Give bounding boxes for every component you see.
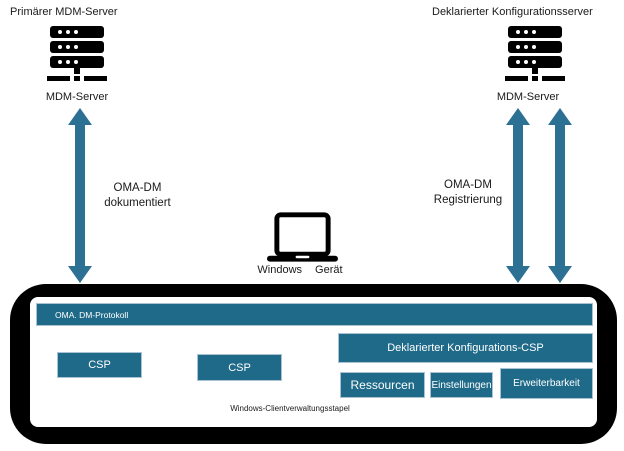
device-label: Windows Gerät <box>240 264 360 276</box>
settings-box: Einstellungen <box>430 372 493 398</box>
double-arrow-icon <box>506 108 530 283</box>
right-arrow-label: OMA-DM Registrierung <box>423 178 513 208</box>
left-arrow-label-line1: OMA-DM <box>113 182 162 194</box>
declared-server-label: MDM-Server <box>496 91 560 103</box>
double-arrow-icon <box>548 108 572 283</box>
primary-server-title: Primärer MDM-Server <box>10 6 118 18</box>
csp-box-2: CSP <box>197 354 282 381</box>
double-arrow-icon <box>68 108 92 283</box>
client-stack-inner: OMA. DM-Protokoll CSP CSP Deklarierter K… <box>30 297 597 427</box>
declared-configuration-csp-box: Deklarierter Konfigurations-CSP <box>338 333 593 363</box>
oma-dm-protocol-bar: OMA. DM-Protokoll <box>36 303 593 326</box>
extensibility-box: Erweiterbarkeit <box>500 368 593 399</box>
stack-caption: Windows-Clientverwaltungsstapel <box>230 404 350 413</box>
device-label-word1: Windows <box>257 264 303 276</box>
declared-server-title: Deklarierter Konfigurationsserver <box>432 6 593 18</box>
right-arrow-label-line1: OMA-DM <box>444 179 492 191</box>
laptop-icon <box>267 212 338 262</box>
client-stack-frame: OMA. DM-Protokoll CSP CSP Deklarierter K… <box>10 284 617 444</box>
resources-box: Ressourcen <box>340 372 425 398</box>
primary-server-label: MDM-Server <box>45 91 109 103</box>
device-label-word2: Gerät <box>315 264 343 276</box>
left-arrow-label-line2: dokumentiert <box>104 197 171 209</box>
server-icon <box>505 26 565 84</box>
right-arrow-label-line2: Registrierung <box>433 194 503 206</box>
server-icon <box>47 26 107 84</box>
csp-box-1: CSP <box>57 352 142 378</box>
left-arrow-label: OMA-DM dokumentiert <box>95 181 180 211</box>
